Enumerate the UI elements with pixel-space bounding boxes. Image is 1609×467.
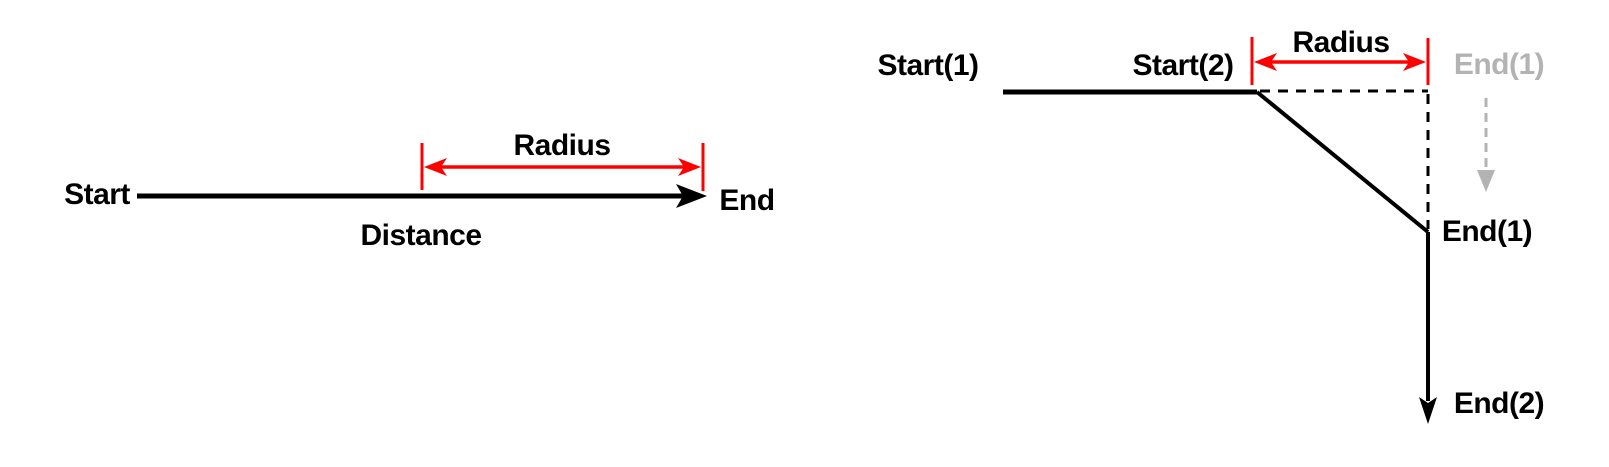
arrowhead-right-red-icon [1403, 53, 1426, 71]
arrowhead-down-gray-icon [1477, 170, 1495, 192]
end-label: End [719, 184, 775, 217]
path-diagonal-line [1255, 90, 1430, 234]
start1-label: Start(1) [877, 49, 979, 82]
arrowhead-down-icon [1419, 397, 1437, 424]
end1-ghost-label: End(1) [1453, 48, 1545, 81]
radius-turn-diagram [1003, 37, 1495, 424]
radius-label: Radius [1292, 26, 1390, 59]
arrowhead-right-red-icon [678, 158, 701, 176]
end2-label: End(2) [1453, 387, 1545, 420]
arrowhead-left-red-icon [424, 158, 447, 176]
end1-label: End(1) [1441, 215, 1533, 248]
arrowhead-left-red-icon [1254, 53, 1277, 71]
arrowhead-right-icon [676, 184, 707, 208]
radius-label: Radius [513, 129, 611, 162]
distance-diagram [137, 143, 707, 208]
start-label: Start [64, 178, 130, 211]
start2-label: Start(2) [1132, 49, 1234, 82]
distance-label: Distance [360, 219, 482, 252]
